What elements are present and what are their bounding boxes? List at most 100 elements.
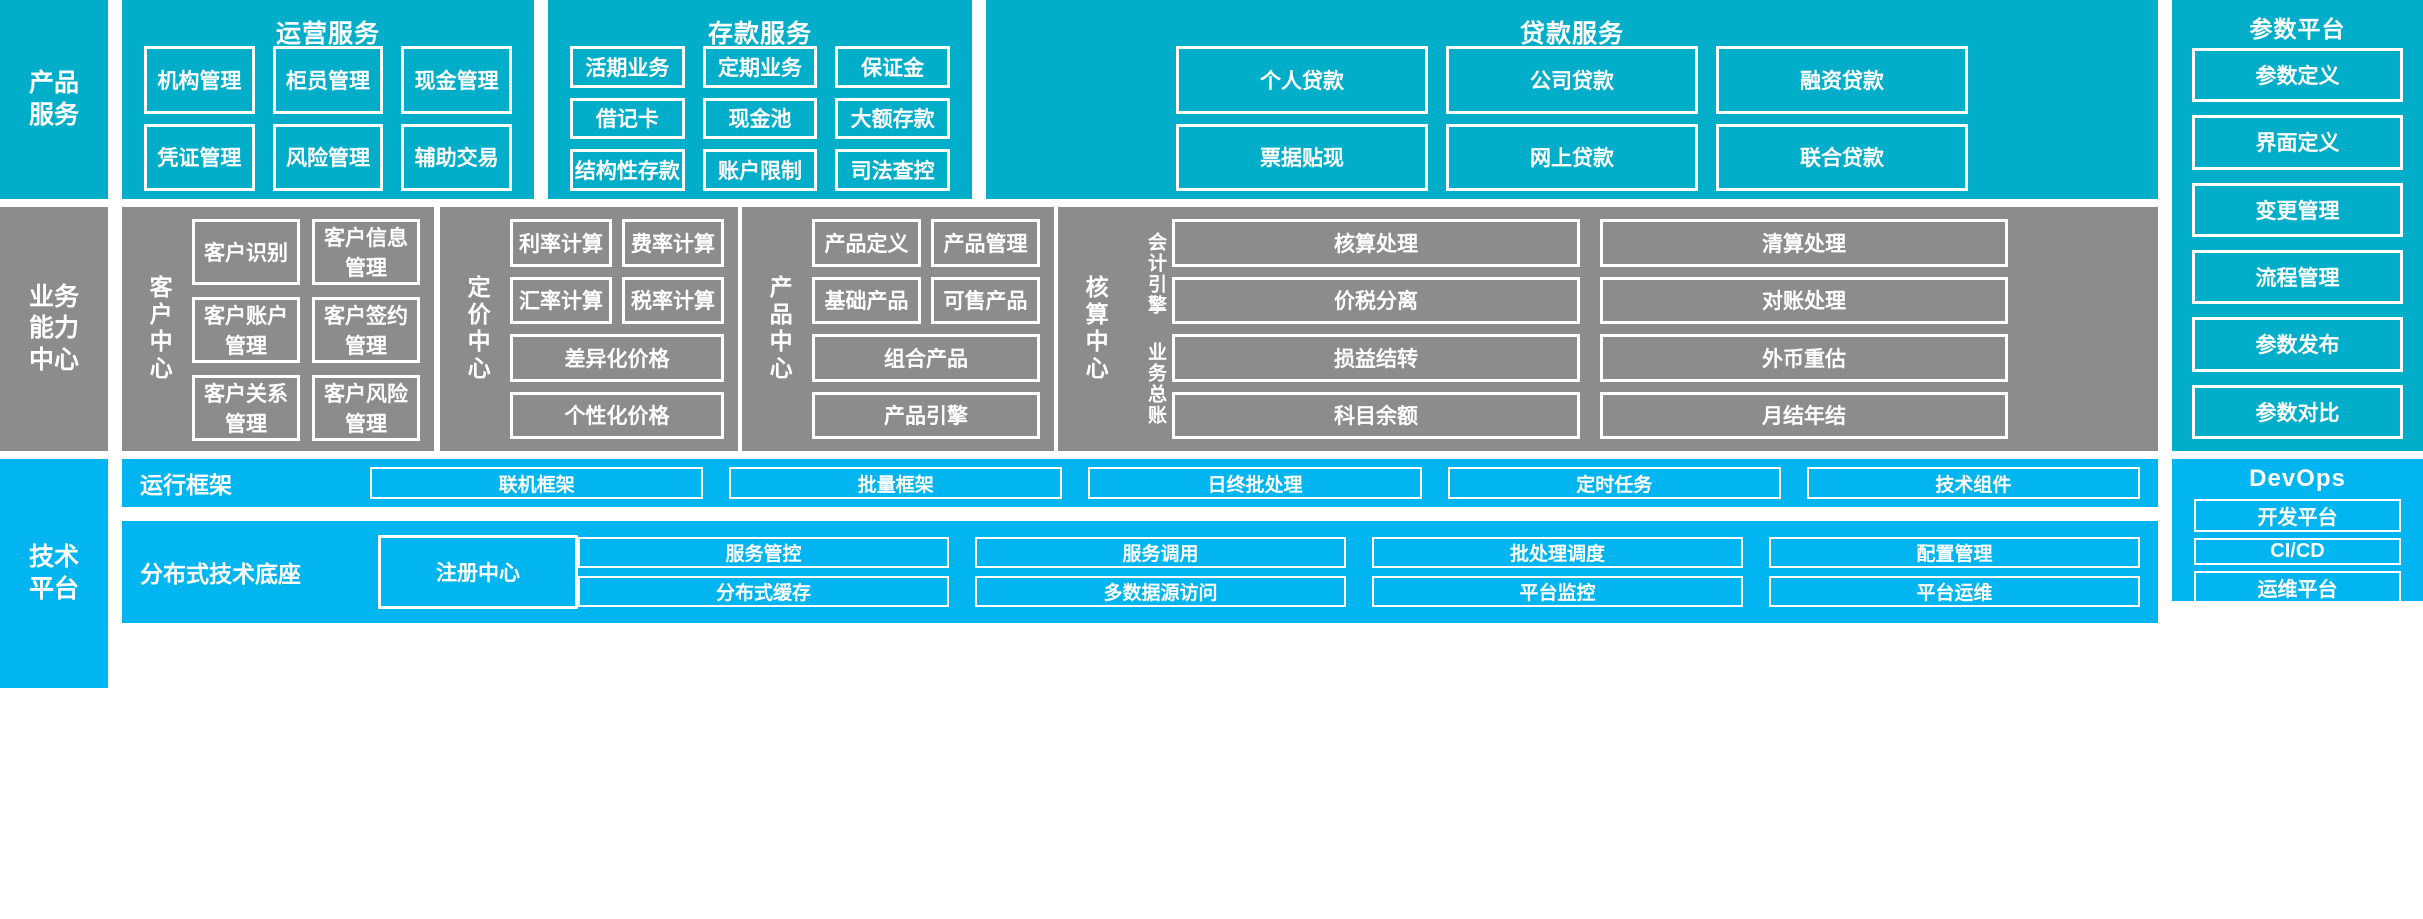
chip-interface-definition[interactable]: 界面定义 [2192,115,2403,170]
runtime-framework-chips: 联机框架 批量框架 日终批处理 定时任务 技术组件 [370,467,2158,499]
chip-profit-loss-carryover[interactable]: 损益结转 [1172,334,1580,382]
chip-time-deposit[interactable]: 定期业务 [702,46,818,88]
chip-account-balance[interactable]: 科目余额 [1172,391,1580,439]
chip-exchange-rate-calculation[interactable]: 汇率计算 [510,276,612,324]
chip-accounting-processing[interactable]: 核算处理 [1172,219,1580,267]
layer-label-technical-platform: 技术 平台 [0,459,108,688]
chip-product-definition[interactable]: 产品定义 [812,219,921,267]
chip-large-deposit[interactable]: 大额存款 [835,97,950,140]
chip-customer-risk-management[interactable]: 客户风险管理 [312,375,420,441]
chip-demand-deposit[interactable]: 活期业务 [570,46,685,88]
layer-label-business-capability: 业务 能力 中心 [0,207,108,451]
technical-platform-band: 技术 平台 运行框架 联机框架 批量框架 日终批处理 定时任务 技术组件 分布式… [0,459,2423,919]
layer-label-line-2: 服务 [28,100,79,129]
chip-judicial-freeze[interactable]: 司法查控 [835,149,950,191]
chip-customer-account-management[interactable]: 客户账户管理 [192,297,300,363]
product-center-grid: 产品定义 产品管理 基础产品 可售产品 组合产品 产品引擎 [802,207,1054,451]
chip-registry-center[interactable]: 注册中心 [378,535,578,609]
distributed-foundation-grid: 服务管控 服务调用 批处理调度 配置管理 分布式缓存 多数据源访问 平台监控 平… [578,527,2158,617]
chip-change-management[interactable]: 变更管理 [2192,182,2403,237]
strip-distributed-foundation: 分布式技术底座 注册中心 服务管控 服务调用 批处理调度 配置管理 分布式缓存 … [122,521,2158,623]
panel-title-parameter-platform: 参数平台 [2249,16,2346,42]
chip-multi-datasource-access[interactable]: 多数据源访问 [975,576,1346,607]
accounting-sublabels: 会计引擎 业务总账 [1118,207,1166,451]
strip-label-runtime-framework: 运行框架 [140,472,232,498]
panel-parameter-platform: 参数平台 参数定义 界面定义 变更管理 流程管理 参数发布 参数对比 [2172,0,2423,451]
chip-batch-scheduling[interactable]: 批处理调度 [1372,537,1743,568]
chip-financing-loan[interactable]: 融资贷款 [1716,46,1968,114]
chip-tax-rate-calculation[interactable]: 税率计算 [622,276,724,324]
center-accounting: 核算中心 会计引擎 业务总账 核算处理 清算处理 价税分离 对账处理 损益结转 … [1058,207,2158,451]
chip-customer-info-management[interactable]: 客户信息管理 [312,219,420,285]
panel-title-devops: DevOps [2249,465,2346,492]
chip-parameter-release[interactable]: 参数发布 [2192,317,2403,372]
chip-platform-monitoring[interactable]: 平台监控 [1372,576,1743,607]
chip-bundled-product[interactable]: 组合产品 [812,334,1040,382]
center-label-customer: 客户中心 [146,275,173,383]
chip-process-management[interactable]: 流程管理 [2192,249,2403,305]
chip-parameter-comparison[interactable]: 参数对比 [2192,384,2403,439]
chip-foreign-currency-revaluation[interactable]: 外币重估 [1600,334,2008,382]
chip-basic-product[interactable]: 基础产品 [812,276,921,324]
chip-margin-deposit[interactable]: 保证金 [835,46,950,88]
distributed-foundation-left: 分布式技术底座 注册中心 [122,535,578,609]
strip-label-distributed-foundation: 分布式技术底座 [140,561,301,587]
chip-cash-pool[interactable]: 现金池 [702,97,818,140]
chip-interest-rate-calculation[interactable]: 利率计算 [510,219,612,267]
chip-org-management[interactable]: 机构管理 [144,46,255,114]
chip-bill-discount[interactable]: 票据贴现 [1176,123,1428,191]
layer-label-product-services: 产品 服务 [0,0,108,199]
panel-title-operation-services: 运营服务 [275,20,380,48]
panel-title-loan-services: 贷款服务 [1519,20,1624,48]
chip-account-restriction[interactable]: 账户限制 [702,149,818,191]
chip-corporate-loan[interactable]: 公司贷款 [1446,46,1698,114]
business-capability-band: 业务 能力 中心 客户中心 客户识别 客户信息管理 客户账户管理 客户签约管理 … [0,207,2423,451]
chip-scheduled-task[interactable]: 定时任务 [1447,467,1781,499]
chip-personalized-price[interactable]: 个性化价格 [510,391,724,439]
chip-distributed-cache[interactable]: 分布式缓存 [578,576,949,607]
chip-personal-loan[interactable]: 个人贷款 [1176,46,1428,114]
chip-end-of-day-batch[interactable]: 日终批处理 [1088,467,1422,499]
chip-syndicated-loan[interactable]: 联合贷款 [1716,123,1968,191]
panel-title-deposit-services: 存款服务 [707,20,812,48]
chip-debit-card[interactable]: 借记卡 [570,97,685,140]
operation-services-grid: 机构管理 柜员管理 现金管理 凭证管理 风险管理 辅助交易 [122,46,534,191]
bc-label-line-1: 业务 [28,283,79,312]
chip-online-loan[interactable]: 网上贷款 [1446,123,1698,191]
chip-parameter-definition[interactable]: 参数定义 [2192,48,2403,103]
chip-batch-framework[interactable]: 批量框架 [729,467,1063,499]
accounting-center-grid: 核算处理 清算处理 价税分离 对账处理 损益结转 外币重估 科目余额 月结年结 [1158,207,2158,451]
chip-auxiliary-transaction[interactable]: 辅助交易 [401,123,512,191]
chip-customer-identification[interactable]: 客户识别 [192,219,300,285]
chip-development-platform[interactable]: 开发平台 [2194,499,2401,532]
chip-customer-contract-management[interactable]: 客户签约管理 [312,297,420,363]
panel-deposit-services: 存款服务 活期业务 定期业务 保证金 借记卡 现金池 大额存款 结构性存款 账户… [548,0,972,199]
chip-service-invocation[interactable]: 服务调用 [975,537,1346,568]
chip-settlement-processing[interactable]: 清算处理 [1600,219,2008,267]
chip-technical-component[interactable]: 技术组件 [1806,467,2141,499]
chip-product-management[interactable]: 产品管理 [931,219,1040,267]
chip-customer-relation-management[interactable]: 客户关系管理 [192,375,300,441]
chip-product-engine[interactable]: 产品引擎 [812,391,1040,439]
chip-configuration-management[interactable]: 配置管理 [1769,537,2140,568]
chip-online-framework[interactable]: 联机框架 [370,467,704,499]
bc-label-line-2: 能力 [28,314,79,343]
chip-teller-management[interactable]: 柜员管理 [272,46,384,114]
chip-reconciliation-processing[interactable]: 对账处理 [1600,276,2008,324]
chip-month-year-end-close[interactable]: 月结年结 [1600,391,2008,439]
chip-platform-operations[interactable]: 平台运维 [1769,576,2140,607]
chip-ci-cd[interactable]: CI/CD [2194,538,2401,565]
chip-price-tax-separation[interactable]: 价税分离 [1172,276,1580,324]
chip-ops-platform[interactable]: 运维平台 [2194,571,2401,604]
chip-service-governance[interactable]: 服务管控 [578,537,949,568]
tp-label-line-2: 平台 [28,574,79,603]
chip-cash-management[interactable]: 现金管理 [401,46,512,114]
chip-differentiated-price[interactable]: 差异化价格 [510,334,724,382]
chip-structured-deposit[interactable]: 结构性存款 [570,149,685,191]
chip-fee-rate-calculation[interactable]: 费率计算 [622,219,724,267]
center-label-pricing: 定价中心 [464,275,491,383]
chip-voucher-management[interactable]: 凭证管理 [144,123,255,191]
chip-risk-management[interactable]: 风险管理 [272,123,384,191]
chip-sellable-product[interactable]: 可售产品 [931,276,1040,324]
